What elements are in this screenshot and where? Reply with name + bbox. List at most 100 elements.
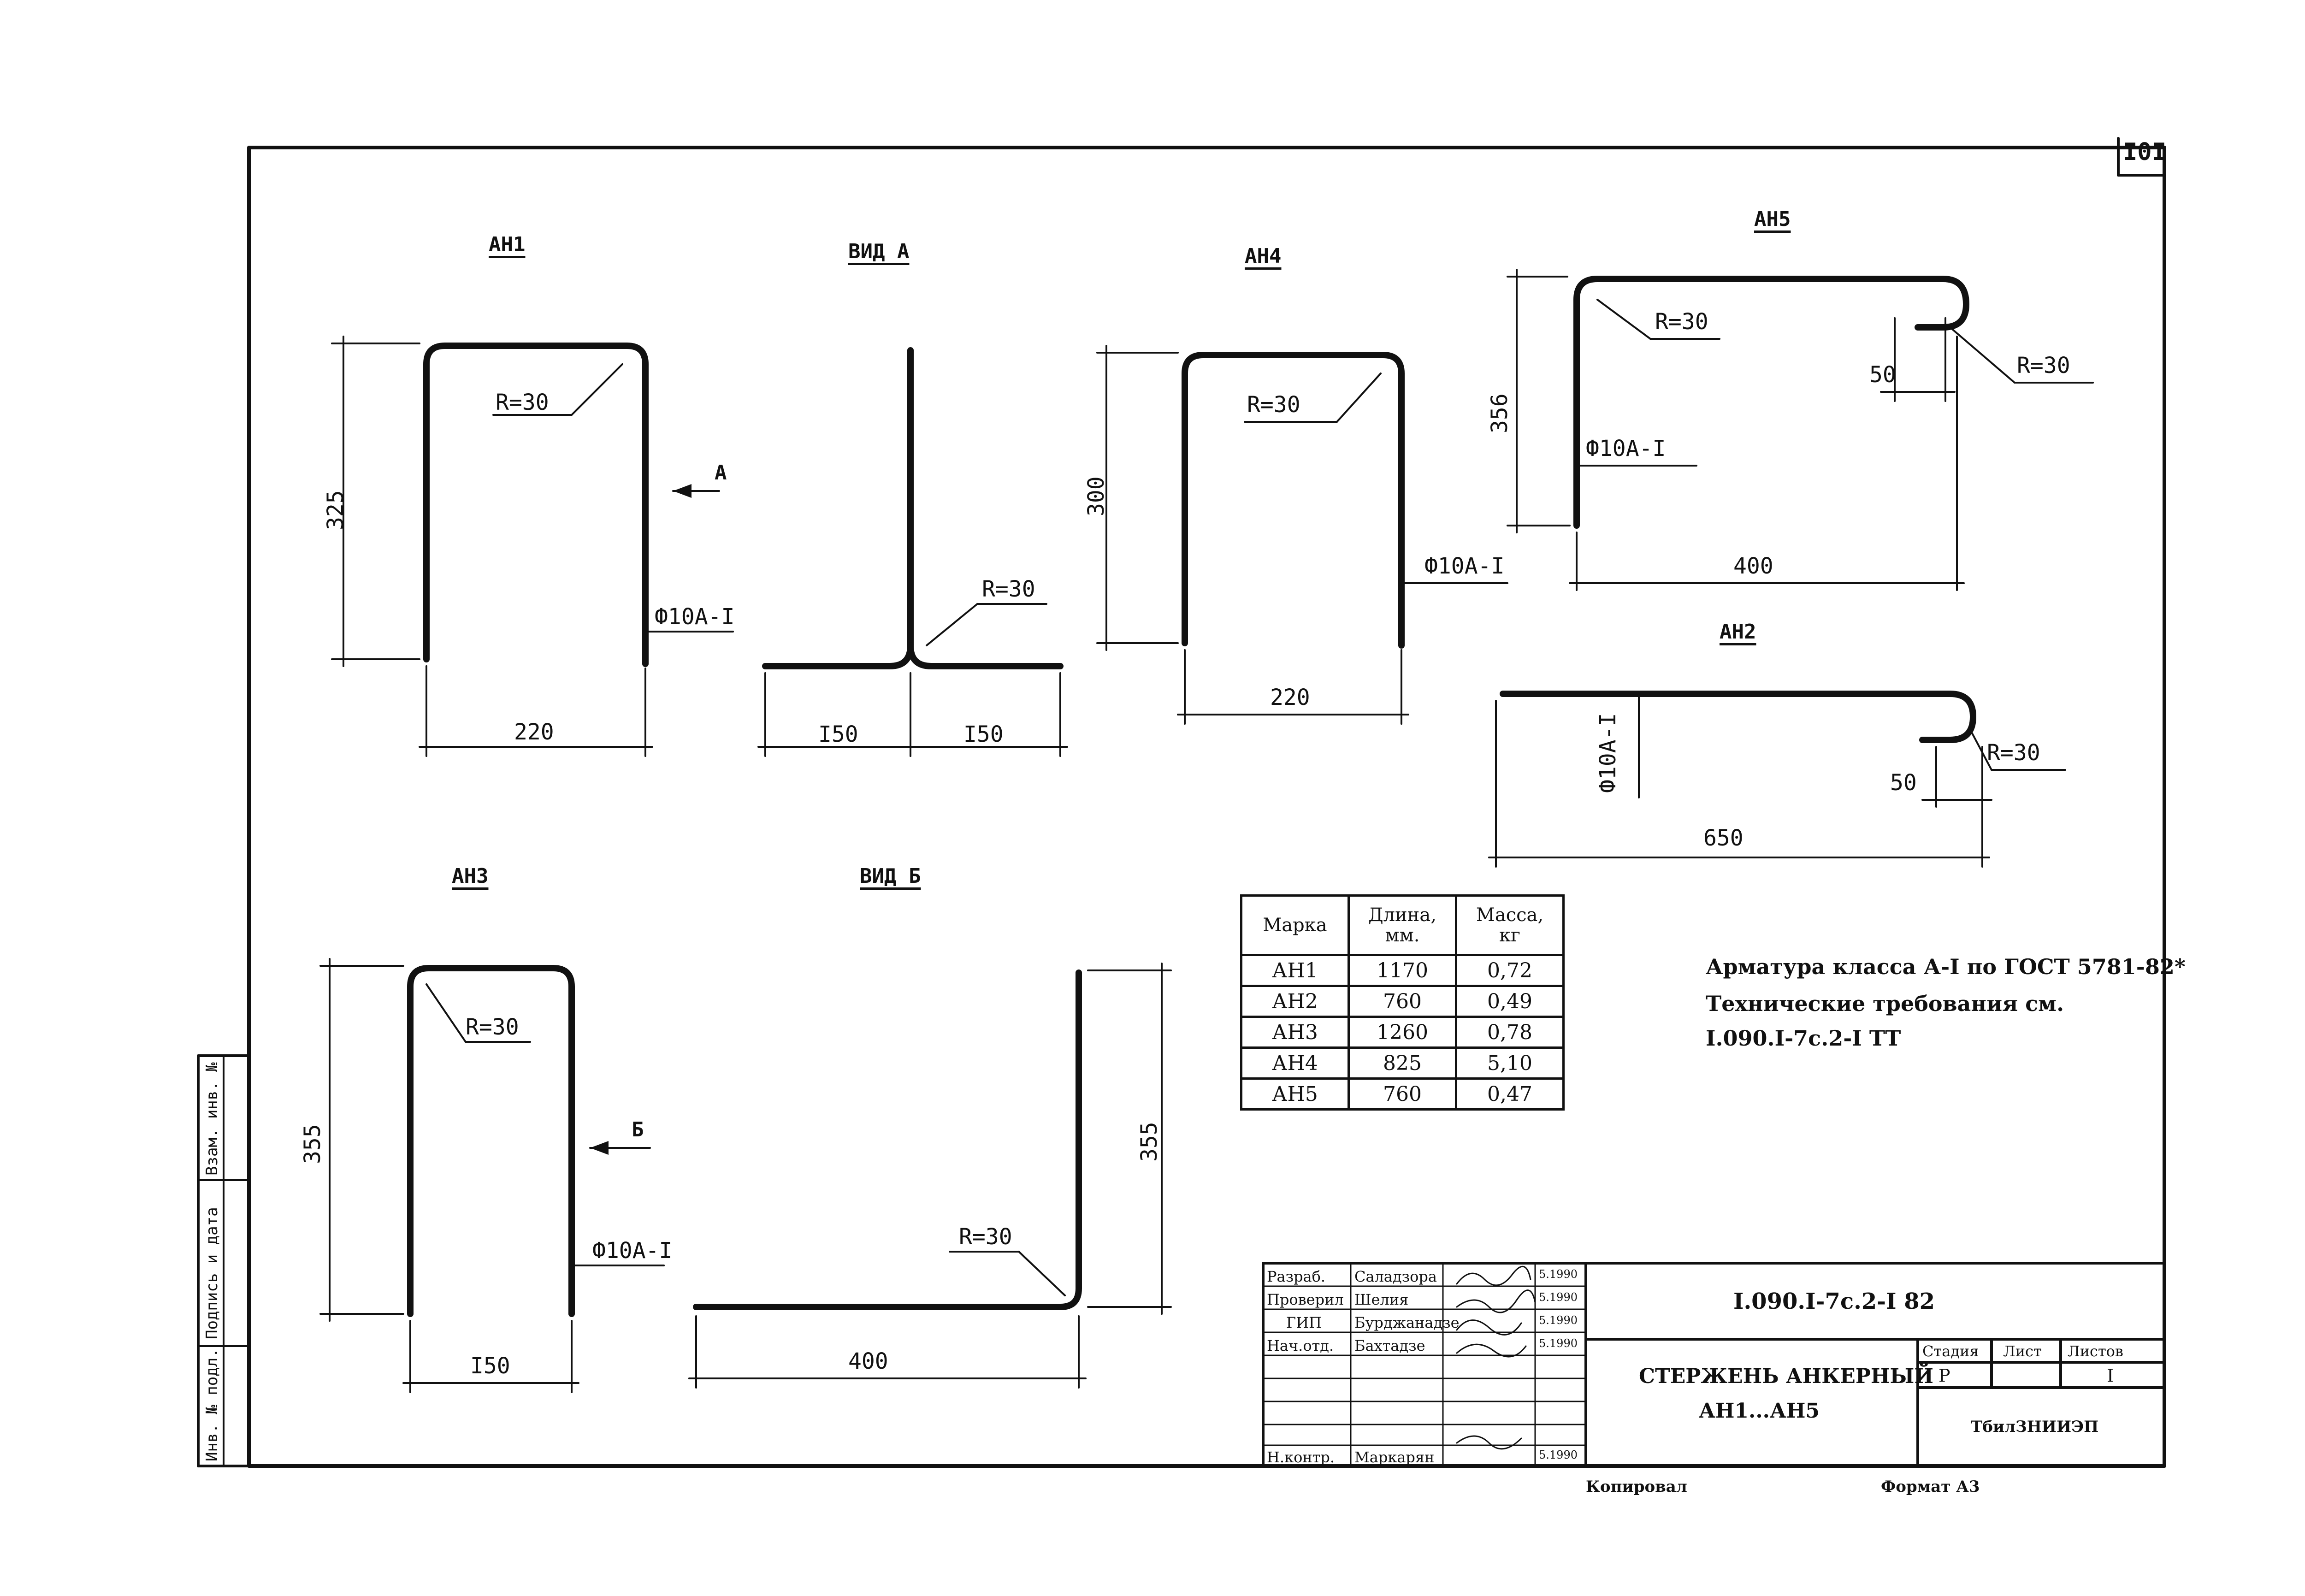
spec-cell-length: 1170 xyxy=(1348,954,1457,987)
tb-role-4: Нач.отд. xyxy=(1267,1337,1334,1354)
spec-cell-mark: АН5 xyxy=(1240,1077,1350,1111)
an5-title: АН5 xyxy=(1754,207,1791,231)
an5-bar xyxy=(1573,276,1969,529)
an3-bar xyxy=(407,965,575,1317)
view-a-left-dim: I50 xyxy=(818,721,858,747)
spec-header-mark: Марка xyxy=(1240,894,1350,956)
tb-name-4: Бахтадзе xyxy=(1354,1337,1425,1354)
view-b-height: 355 xyxy=(1136,1122,1162,1162)
spec-cell-mass: 0,47 xyxy=(1455,1077,1565,1111)
view-a-dims xyxy=(757,603,1068,757)
view-b-radius: R=30 xyxy=(959,1224,1012,1250)
spec-cell-mass: 0,72 xyxy=(1455,954,1565,987)
tb-name-3: Бурджанадзе xyxy=(1354,1314,1460,1331)
tb-name-5: Маркарян xyxy=(1354,1448,1435,1466)
an4-bar xyxy=(1182,352,1405,649)
document-code: I.090.I-7с.2-I 82 xyxy=(1733,1289,1935,1314)
spec-cell-mark: АН3 xyxy=(1240,1016,1350,1049)
tb-role-3: ГИП xyxy=(1286,1314,1322,1331)
an2-width: 650 xyxy=(1703,825,1744,851)
stage-value: Р xyxy=(1939,1365,1950,1386)
view-b-width: 400 xyxy=(848,1348,888,1374)
title-block-lines xyxy=(1262,1262,2166,1467)
sheet-frame xyxy=(247,146,2166,1468)
tb-date-5: 5.1990 xyxy=(1539,1448,1578,1461)
spec-cell-mass: 0,78 xyxy=(1455,1016,1565,1049)
sheets-label: Листов xyxy=(2068,1342,2123,1360)
signatures xyxy=(1456,1265,1536,1450)
an5-bar-spec: Ф10А-I xyxy=(1586,436,1666,461)
an5-height: 356 xyxy=(1487,393,1513,433)
an4-height: 300 xyxy=(1083,476,1109,516)
an3-radius: R=30 xyxy=(466,1014,519,1040)
spec-header-length: Длина, мм. xyxy=(1348,894,1457,956)
sheet-number: I0I xyxy=(2123,138,2166,166)
an4-bar-spec: Ф10А-I xyxy=(1424,553,1505,579)
an5-dims xyxy=(1507,269,2094,591)
document-name-line-1: СТЕРЖЕНЬ АНКЕРНЫЙ xyxy=(1639,1365,1933,1388)
an5-radius-1: R=30 xyxy=(1655,309,1708,335)
view-b-dims xyxy=(688,963,1172,1389)
an2-bar xyxy=(1500,691,1976,743)
view-a-bar xyxy=(762,347,1064,669)
spec-cell-mark: АН2 xyxy=(1240,985,1350,1018)
document-name-line-2: АН1...АН5 xyxy=(1699,1399,1820,1423)
an3-bar-spec: Ф10А-I xyxy=(592,1238,673,1264)
an2-hook: 50 xyxy=(1890,770,1917,796)
spec-table: Марка Длина, мм. Масса, кг АН1 1170 0,72… xyxy=(1240,894,1565,1111)
an1-height: 325 xyxy=(323,490,349,530)
an2-radius: R=30 xyxy=(1987,740,2040,766)
spec-cell-mark: АН4 xyxy=(1240,1046,1350,1080)
sheets-value: I xyxy=(2107,1365,2114,1386)
note-line-1: Арматура класса А-I по ГОСТ 5781-82* xyxy=(1706,954,2186,979)
table-row: АН2 760 0,49 xyxy=(1240,985,1565,1018)
table-row: АН3 1260 0,78 xyxy=(1240,1016,1565,1049)
an1-bar xyxy=(423,343,649,667)
an1-title: АН1 xyxy=(489,233,526,256)
table-row: АН5 760 0,47 xyxy=(1240,1077,1565,1111)
table-row: АН4 825 5,10 xyxy=(1240,1046,1565,1080)
strip-signature-label: Подпись и дата xyxy=(203,1207,221,1339)
an2-dims xyxy=(1488,693,2066,868)
format-label: Формат А3 xyxy=(1881,1478,1980,1496)
view-a-radius: R=30 xyxy=(982,576,1035,602)
strip-replace-label: Взам. инв. № xyxy=(203,1062,221,1176)
table-row: АН1 1170 0,72 xyxy=(1240,954,1565,987)
an1-view-arrow-label: А xyxy=(715,461,727,485)
tb-name-2: Шелия xyxy=(1354,1291,1409,1308)
an4-title: АН4 xyxy=(1245,244,1282,268)
spec-cell-length: 760 xyxy=(1348,1077,1457,1111)
an3-title: АН3 xyxy=(452,864,489,888)
view-a-title: ВИД А xyxy=(848,240,910,263)
copied-by-label: Копировал xyxy=(1586,1478,1687,1496)
spec-table-header: Марка Длина, мм. Масса, кг xyxy=(1240,894,1565,956)
an5-radius-2: R=30 xyxy=(2017,353,2070,378)
an1-width: 220 xyxy=(514,719,554,745)
stage-label: Стадия xyxy=(1922,1342,1979,1360)
tb-name-1: Саладзора xyxy=(1354,1268,1437,1285)
an5-width: 400 xyxy=(1733,553,1773,579)
an2-bar-spec: Ф10А-I xyxy=(1595,713,1621,793)
view-b-title: ВИД Б xyxy=(860,864,921,888)
tb-date-4: 5.1990 xyxy=(1539,1337,1578,1350)
an3-height: 355 xyxy=(300,1124,325,1164)
spec-cell-length: 1260 xyxy=(1348,1016,1457,1049)
strip-inv-label: Инв. № подл. xyxy=(203,1348,221,1461)
an4-dims xyxy=(1096,345,1508,725)
an3-view-arrow-label: Б xyxy=(632,1118,644,1141)
an3-width: I50 xyxy=(470,1353,510,1379)
spec-cell-length: 760 xyxy=(1348,985,1457,1018)
an1-bar-spec: Ф10А-I xyxy=(655,604,735,630)
an4-width: 220 xyxy=(1270,685,1310,710)
spec-header-mass: Масса, кг xyxy=(1455,894,1565,956)
tb-role-2: Проверил xyxy=(1267,1291,1344,1308)
sheet-label: Лист xyxy=(2003,1342,2042,1360)
tb-role-5: Н.контр. xyxy=(1267,1448,1335,1466)
tb-date-3: 5.1990 xyxy=(1539,1314,1578,1327)
note-line-2: Технические требования см. xyxy=(1706,991,2064,1016)
an2-title: АН2 xyxy=(1720,620,1756,644)
an1-radius: R=30 xyxy=(496,390,549,415)
an4-radius: R=30 xyxy=(1247,392,1300,418)
spec-cell-mass: 5,10 xyxy=(1455,1046,1565,1080)
